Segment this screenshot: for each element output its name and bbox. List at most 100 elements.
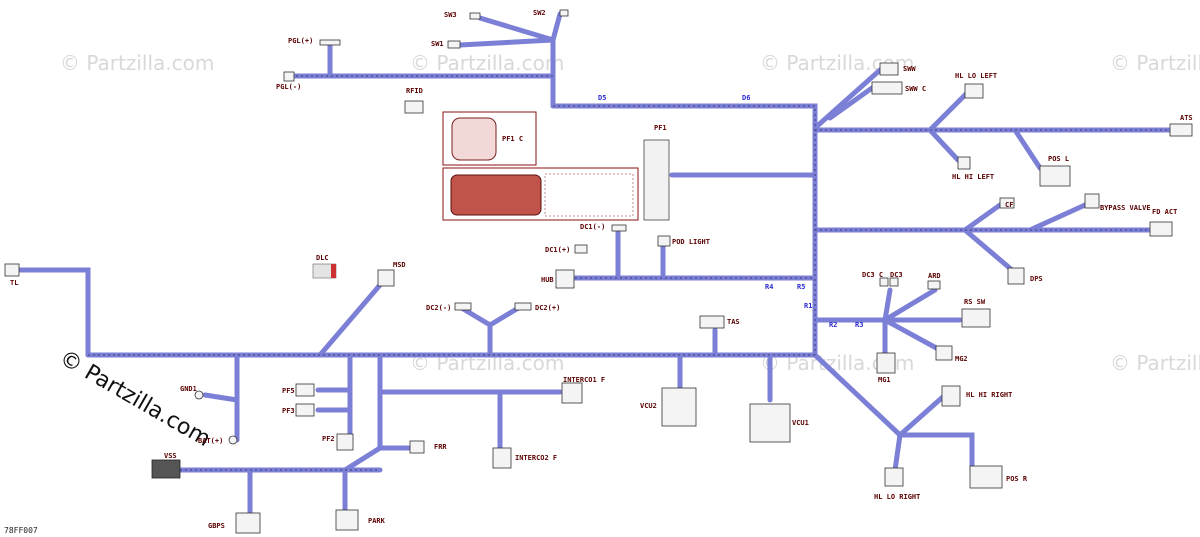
label-interco2-f: INTERCO2 F xyxy=(515,454,557,462)
sww-connector xyxy=(879,62,899,76)
label-gbps: GBPS xyxy=(208,522,225,530)
pf2-connector xyxy=(336,433,354,451)
pf1-pin-table xyxy=(544,173,634,217)
ats-connector xyxy=(1169,123,1193,137)
hl-lo-left-connector xyxy=(964,83,984,99)
pf1-connector xyxy=(643,139,670,221)
hl-lo-right-connector xyxy=(884,467,904,487)
splice-labels: D5 D6 R4 R5 R1 R2 R3 xyxy=(598,94,863,329)
harness-wires xyxy=(17,11,1173,523)
dc3-c-connector xyxy=(879,277,889,287)
label-rfid: RFID xyxy=(406,87,423,95)
harness-wire-cores xyxy=(88,75,1170,471)
splice-d5: D5 xyxy=(598,94,606,102)
label-sw3: SW3 xyxy=(444,11,457,19)
pf3-connector xyxy=(295,403,315,417)
splice-r4: R4 xyxy=(765,283,773,291)
mg2-connector xyxy=(935,345,953,361)
label-dc2-neg: DC2(-) xyxy=(426,304,451,312)
interco2-f-connector xyxy=(492,447,512,469)
label-cf: CF xyxy=(1005,201,1013,209)
label-pgl-neg: PGL(-) xyxy=(276,83,301,91)
pf1-c-pinout-box xyxy=(442,111,537,166)
label-dc3: DC3 xyxy=(890,271,903,279)
splice-r2: R2 xyxy=(829,321,837,329)
label-frr: FRR xyxy=(434,443,447,451)
pf1-pin-face xyxy=(450,174,542,216)
label-dc3-c: DC3 C xyxy=(862,271,883,279)
splice-r3: R3 xyxy=(855,321,863,329)
pf1-connector-detail: PF1 C PF1 xyxy=(442,111,670,221)
vss-connector xyxy=(151,459,181,479)
label-pos-l: POS L xyxy=(1048,155,1069,163)
dc2-pos-connector xyxy=(514,302,532,311)
bat-pos-ring-terminal xyxy=(228,435,238,445)
pf1-c-pin-face xyxy=(451,117,497,161)
label-pf3: PF3 xyxy=(282,407,295,415)
pos-r-connector xyxy=(969,465,1003,489)
label-vss: VSS xyxy=(164,452,177,460)
ard-connector xyxy=(927,280,941,290)
dc1-pos-connector xyxy=(574,244,588,254)
bypass-valve-connector xyxy=(1084,193,1100,209)
dc2-neg-connector xyxy=(454,302,472,311)
label-msd: MSD xyxy=(393,261,406,269)
vcu1-connector xyxy=(749,403,791,443)
gbps-connector xyxy=(235,512,261,534)
hub-connector xyxy=(555,269,575,289)
hl-hi-left-connector xyxy=(957,156,971,170)
msd-connector xyxy=(377,269,395,287)
label-pgl-pos: PGL(+) xyxy=(288,37,313,45)
label-sw1: SW1 xyxy=(431,40,444,48)
dc3-connector xyxy=(889,277,899,287)
connector-labels: SW3 SW2 SW1 PGL(+) PGL(-) RFID SWW SWW C… xyxy=(10,9,1193,530)
gnd1-ring-terminal xyxy=(194,390,204,400)
label-tl: TL xyxy=(10,279,18,287)
watermark-prominent: © Partzilla.com xyxy=(55,346,215,453)
park-connector xyxy=(335,509,359,531)
label-dlc: DLC xyxy=(316,254,329,262)
pod-light-connector xyxy=(657,235,671,247)
label-dc1-neg: DC1(-) xyxy=(580,223,605,231)
pos-l-connector xyxy=(1039,165,1071,187)
label-dc2-pos: DC2(+) xyxy=(535,304,560,312)
pf1-pin-table-box xyxy=(442,167,639,221)
label-dps: DPS xyxy=(1030,275,1043,283)
rs-sw-connector xyxy=(961,308,991,328)
label-pf5: PF5 xyxy=(282,387,295,395)
pf1-c-label: PF1 C xyxy=(502,135,523,143)
label-hub: HUB xyxy=(541,276,554,284)
sw1-connector xyxy=(447,40,461,49)
splice-r5: R5 xyxy=(797,283,805,291)
label-pos-r: POS R xyxy=(1006,475,1028,483)
splice-d6: D6 xyxy=(742,94,750,102)
label-interco1-f: INTERCO1 F xyxy=(563,376,605,384)
label-sww-c: SWW C xyxy=(905,85,926,93)
label-hl-hi-left: HL HI LEFT xyxy=(952,173,994,181)
sww-c-connector xyxy=(871,81,903,95)
label-sw2: SW2 xyxy=(533,9,546,17)
pf1-label: PF1 xyxy=(654,124,667,132)
label-dc1-pos: DC1(+) xyxy=(545,246,570,254)
pf5-connector xyxy=(295,383,315,397)
mg1-connector xyxy=(876,352,896,374)
sw3-connector xyxy=(469,12,481,20)
pgl-pos-connector xyxy=(319,39,341,46)
label-tas: TAS xyxy=(727,318,740,326)
label-mg1: MG1 xyxy=(878,376,891,384)
label-ard: ARD xyxy=(928,272,941,280)
connectors xyxy=(4,9,1193,534)
dps-connector xyxy=(1007,267,1025,285)
label-bypass-valve: BYPASS VALVE xyxy=(1100,204,1151,212)
label-vcu1: VCU1 xyxy=(792,419,809,427)
watermark: © Partzilla.com xyxy=(410,51,564,75)
label-hl-hi-right: HL HI RIGHT xyxy=(966,391,1012,399)
label-hl-lo-right: HL LO RIGHT xyxy=(874,493,920,501)
label-ats: ATS xyxy=(1180,114,1193,122)
label-park: PARK xyxy=(368,517,386,525)
label-hl-lo-left: HL LO LEFT xyxy=(955,72,997,80)
label-fd-act: FD ACT xyxy=(1152,208,1177,216)
label-pod-light: POD LIGHT xyxy=(672,238,710,246)
tl-connector xyxy=(4,263,20,277)
